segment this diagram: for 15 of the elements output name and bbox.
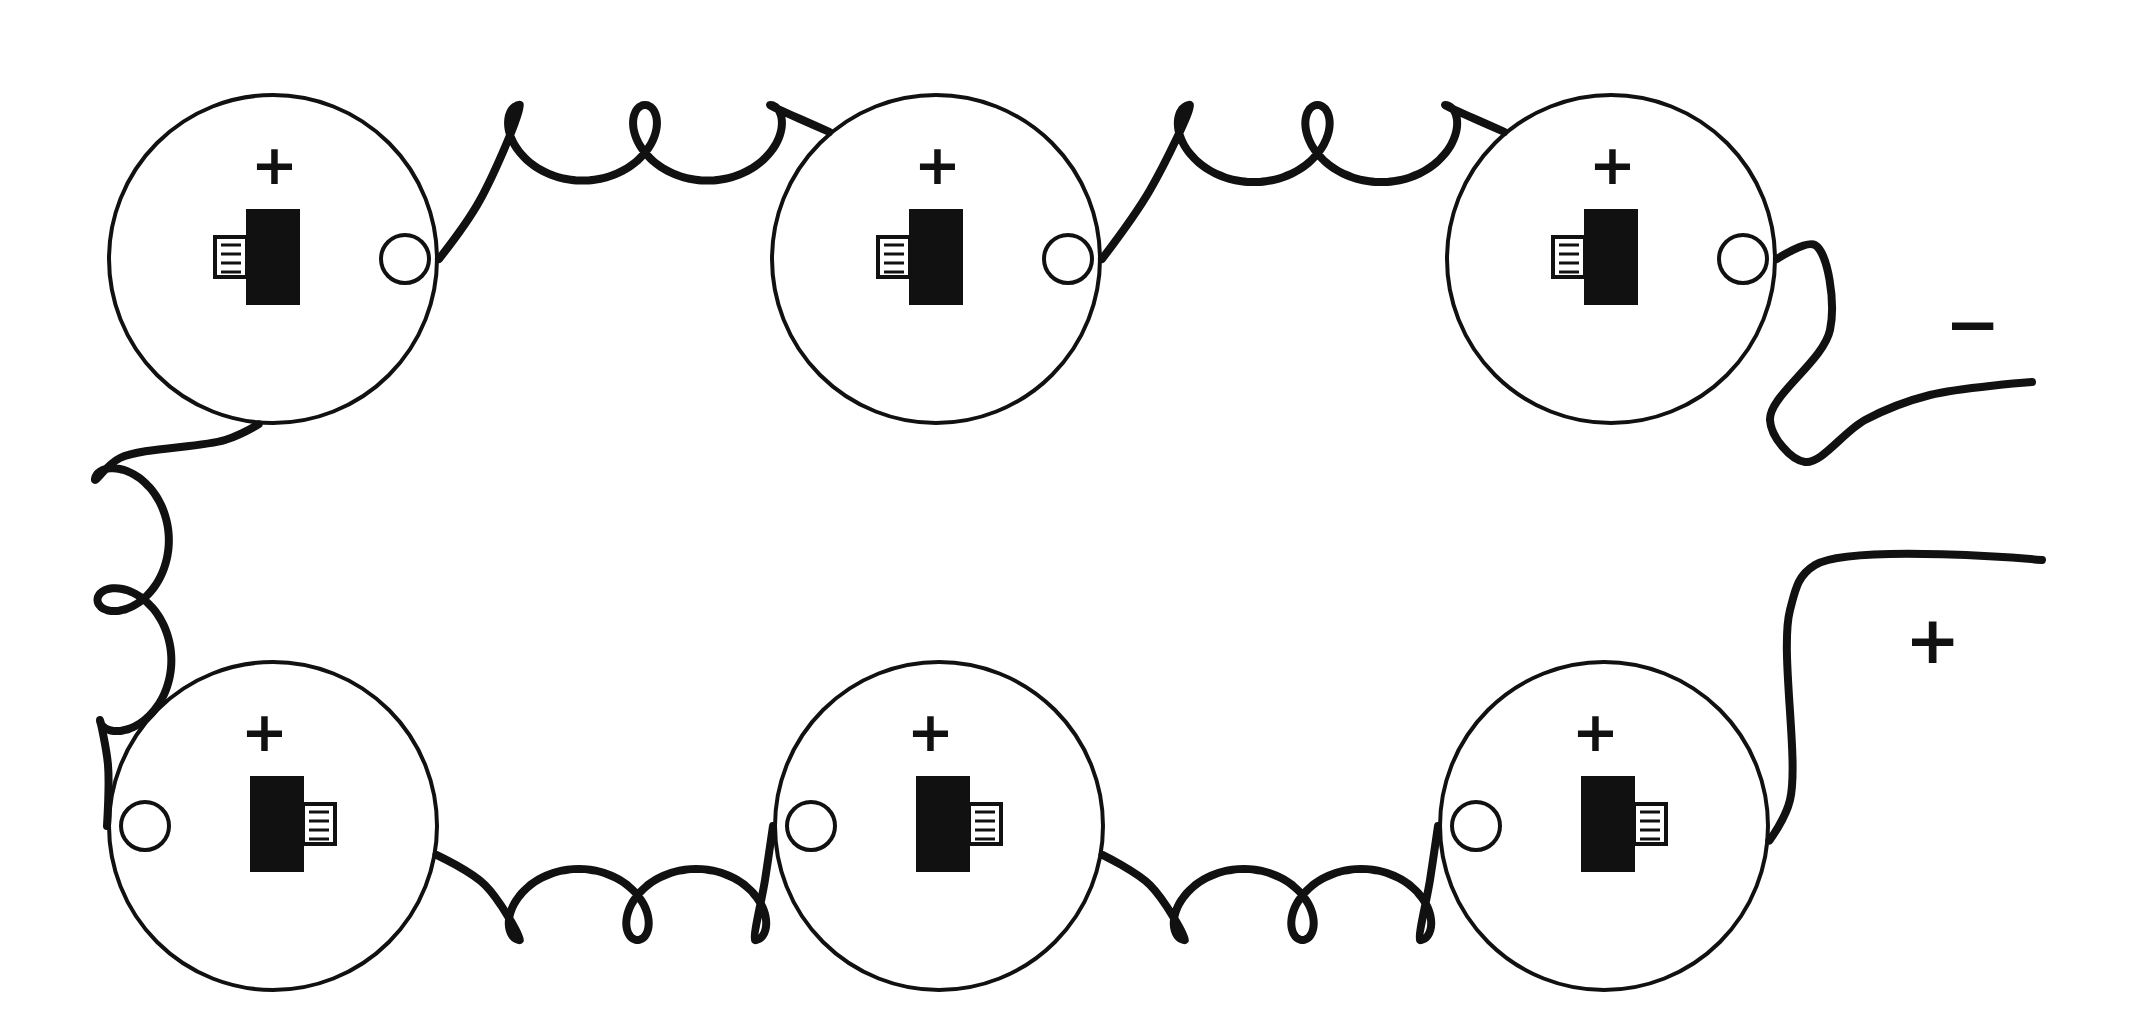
polarity-sign: + [1589, 137, 1636, 193]
polarity-sign: + [907, 704, 954, 760]
cell-circle [1445, 93, 1777, 425]
cell-circle [107, 660, 439, 992]
cell-circle [773, 660, 1105, 992]
polarity-sign: + [1905, 608, 1961, 674]
polarity-sign: + [251, 137, 298, 193]
cell-circle [770, 93, 1102, 425]
polarity-sign: + [914, 137, 961, 193]
polarity-sign: − [1945, 292, 2001, 358]
coiled-wire [1766, 240, 2036, 466]
cell-circle [107, 93, 439, 425]
cell-circle [1438, 660, 1770, 992]
polarity-sign: + [1572, 704, 1619, 760]
polarity-sign: + [241, 704, 288, 760]
